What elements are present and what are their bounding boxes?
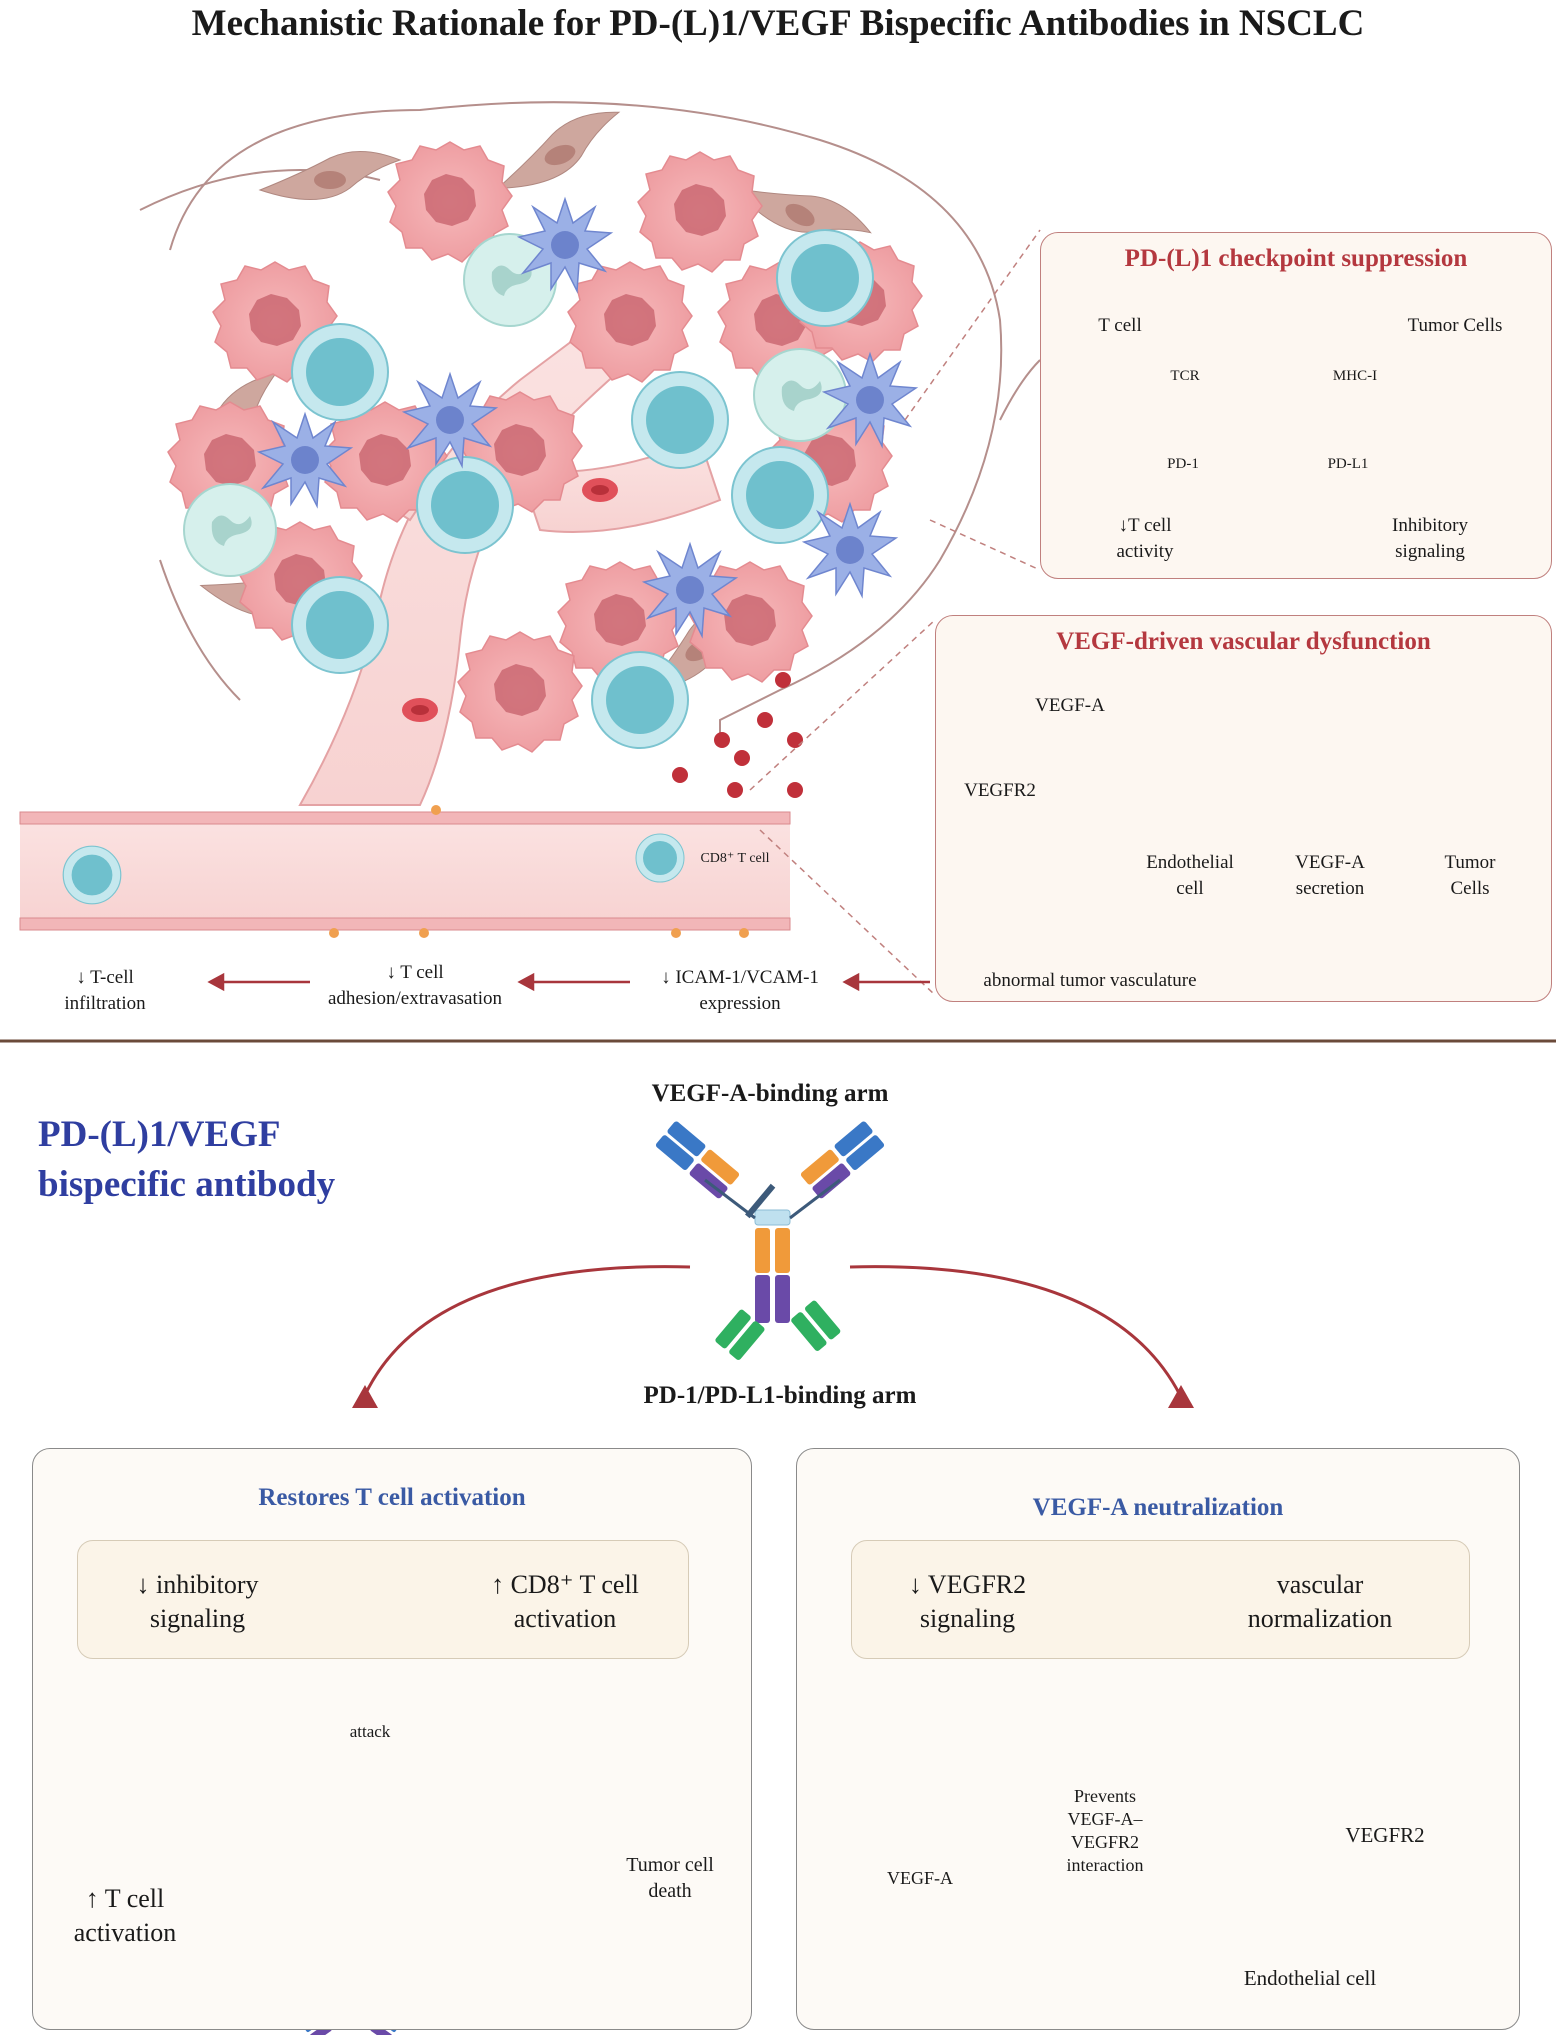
pdl1-label: PD-L1 <box>1327 456 1369 472</box>
pd-arm-label: PD-1/PD-L1-binding arm <box>643 1382 917 1409</box>
pd1-label: PD-1 <box>1167 456 1199 472</box>
vegf-panel: VEGF-driven vascular dysfunction <box>935 615 1552 1002</box>
vegfr2-big-label: VEGFR2 <box>1345 1823 1425 1847</box>
abnormal-vasculature-label: abnormal tumor vasculature <box>983 970 1197 991</box>
tcell-label: T cell <box>1098 315 1142 336</box>
tcr-label: TCR <box>1170 368 1200 384</box>
vegfa-small-label: VEGF-A <box>887 1868 953 1888</box>
cd8-tcell-label: CD8⁺ T cell <box>700 851 770 866</box>
vegf-dots <box>672 672 803 798</box>
attack-label: attack <box>349 1722 391 1741</box>
vegf-panel-title: VEGF-driven vascular dysfunction <box>1056 628 1431 655</box>
checkpoint-panel: PD-(L)1 checkpoint suppression <box>1040 232 1552 579</box>
neutralization-box <box>851 1540 1470 1659</box>
bispecific-antibody-graphic <box>655 1121 885 1360</box>
restores-title: Restores T cell activation <box>258 1484 526 1511</box>
page-title: Mechanistic Rationale for PD-(L)1/VEGF B… <box>191 3 1365 44</box>
mhc-label: MHC-I <box>1332 368 1378 384</box>
neutralization-panel: VEGF-A neutralization <box>796 1448 1520 2030</box>
checkpoint-panel-title: PD-(L)1 checkpoint suppression <box>1124 245 1468 272</box>
endothelial-big-label: Endothelial cell <box>1243 1966 1377 1990</box>
vessel-wall <box>19 811 791 931</box>
tumor-cells-label: Tumor Cells <box>1407 315 1503 336</box>
vegf-arm-label: VEGF-A-binding arm <box>651 1080 889 1107</box>
vegfa-label: VEGF-A <box>1035 695 1105 716</box>
neutralization-title: VEGF-A neutralization <box>1032 1494 1284 1521</box>
vegfr2-label: VEGFR2 <box>964 780 1036 801</box>
restores-box <box>77 1540 689 1659</box>
